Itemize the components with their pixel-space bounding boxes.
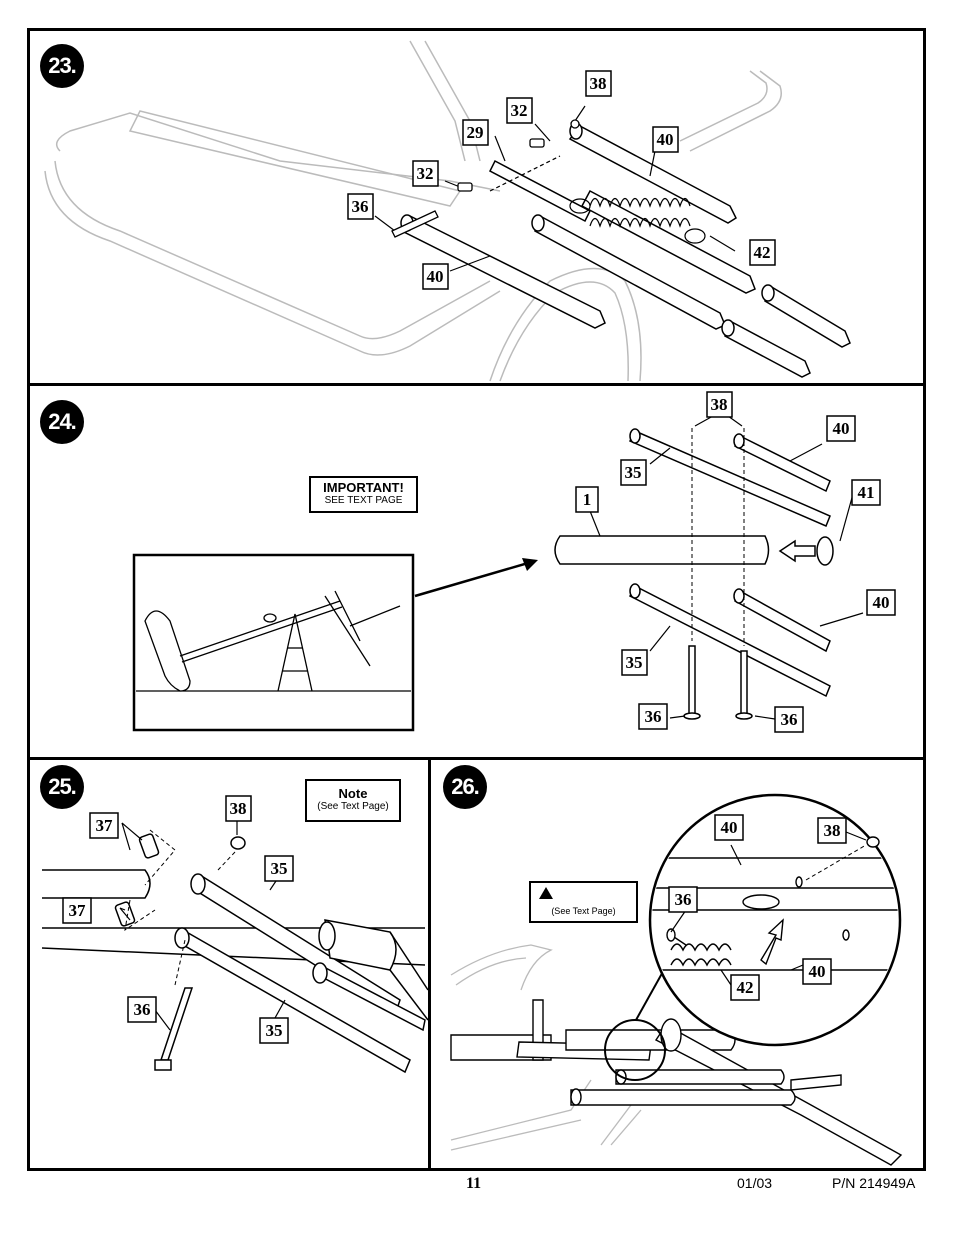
p24-label-1: 1 — [583, 490, 592, 509]
p25-label-35b: 35 — [266, 1021, 283, 1040]
p26-label-40b: 40 — [809, 962, 826, 981]
p23-label-40b: 40 — [427, 267, 444, 286]
p24-label-36a: 36 — [645, 707, 662, 726]
panel-24-illustration: 38 40 35 41 1 40 35 36 36 — [132, 391, 896, 733]
step-26-badge: 26. — [443, 765, 487, 809]
panel-26-illustration: 40 38 36 40 42 — [450, 793, 903, 1166]
note-callout: Note (See Text Page) — [305, 779, 401, 822]
p26-label-40a: 40 — [721, 818, 738, 837]
divider-25-26 — [428, 757, 431, 1171]
warning-callout: (See Text Page) — [529, 881, 638, 923]
warning-triangle-icon — [539, 887, 553, 899]
p24-label-35a: 35 — [625, 463, 642, 482]
p25-label-37a: 37 — [96, 816, 114, 835]
important-subtitle: SEE TEXT PAGE — [324, 495, 403, 506]
p24-label-41: 41 — [858, 483, 875, 502]
note-subtitle: (See Text Page) — [317, 801, 389, 812]
p26-label-38: 38 — [824, 821, 841, 840]
step-24-badge: 24. — [40, 400, 84, 444]
panel-25-illustration: 38 37 35 37 36 35 — [41, 795, 429, 1074]
revision-date: 01/03 — [737, 1175, 773, 1191]
p24-label-38: 38 — [711, 395, 728, 414]
p24-label-36b: 36 — [781, 710, 798, 729]
step-25-badge: 25. — [40, 765, 84, 809]
page-number: 11 — [466, 1175, 482, 1192]
p24-label-40a: 40 — [833, 419, 850, 438]
p25-label-35a: 35 — [271, 859, 288, 878]
page-frame — [27, 28, 926, 1171]
important-callout: IMPORTANT! SEE TEXT PAGE — [309, 476, 418, 513]
warning-subtitle: (See Text Page) — [551, 906, 616, 916]
panel-23-illustration: 38 32 40 29 32 36 42 40 — [44, 40, 851, 382]
divider-23-24 — [27, 383, 926, 386]
p25-label-37b: 37 — [69, 901, 87, 920]
p23-label-42: 42 — [754, 243, 771, 262]
p25-label-36: 36 — [134, 1000, 151, 1019]
p24-label-35b: 35 — [626, 653, 643, 672]
p26-label-42: 42 — [737, 978, 754, 997]
p23-label-32a: 32 — [511, 101, 528, 120]
note-title: Note — [338, 786, 368, 801]
p23-label-36: 36 — [352, 197, 369, 216]
important-title: IMPORTANT! — [323, 480, 404, 495]
p24-label-40b: 40 — [873, 593, 890, 612]
p26-label-36: 36 — [675, 890, 692, 909]
p23-label-32b: 32 — [417, 164, 434, 183]
step-23-badge: 23. — [40, 44, 84, 88]
part-number: P/N 214949A — [832, 1175, 916, 1191]
p23-label-38: 38 — [590, 74, 607, 93]
p23-label-40a: 40 — [657, 130, 674, 149]
p25-label-38: 38 — [230, 799, 247, 818]
divider-24-25 — [27, 757, 926, 760]
p23-label-29: 29 — [467, 123, 484, 142]
